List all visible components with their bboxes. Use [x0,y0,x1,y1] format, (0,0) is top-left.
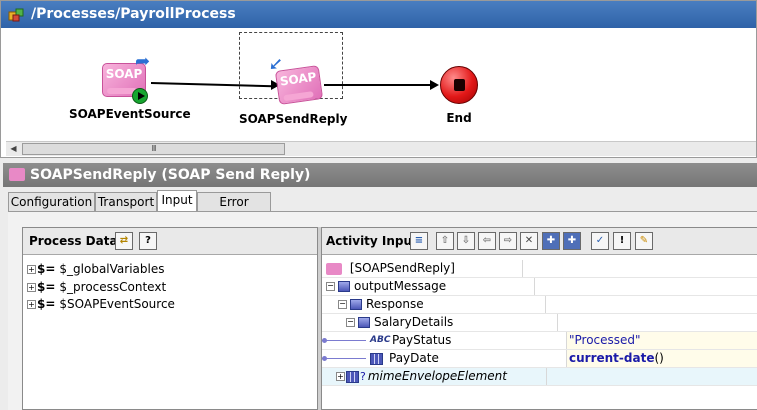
panel-splitter[interactable] [318,227,321,410]
function-parens: () [654,351,664,365]
process-canvas[interactable]: SOAP ➦ SOAPEventSource ➘ SOAP SOAPSendRe… [6,28,756,141]
process-data-header: Process Data: ⇄ ? [23,228,317,255]
input-row-label: PayStatus [392,333,452,347]
tree-item-soap-event-source[interactable]: +$=$SOAPEventSource [27,296,175,313]
activity-title: SOAPSendReply (SOAP Send Reply) [30,167,311,183]
error-button[interactable]: ! [613,232,631,250]
move-left-icon[interactable]: ⇦ [478,232,496,250]
scrollbar-grip: III [151,144,156,153]
input-row-mime-envelope[interactable]: +?mimeEnvelopeElement [322,368,757,386]
show-bindings-icon[interactable]: ⇄ [115,232,133,250]
input-row-label: [SOAPSendReply] [349,261,455,275]
delete-icon[interactable]: ✕ [520,232,538,250]
help-icon: ? [145,235,151,246]
tree-item-label: $SOAPEventSource [59,297,175,311]
scroll-left-icon[interactable]: ◀ [10,144,17,153]
pay-date-value[interactable]: current-date() [566,350,757,367]
arrow-head-icon [430,80,439,90]
arrow-head-icon [271,80,280,90]
edit-statement-icon[interactable]: ≡ [410,232,428,250]
end-label: End [446,111,472,125]
input-row-label: Response [366,297,424,311]
input-row-label: mimeEnvelopeElement [367,369,507,383]
expand-icon[interactable]: + [27,265,36,274]
string-type-icon: ABC [370,335,391,345]
element-icon [358,317,370,328]
date-type-icon [370,352,383,365]
element-icon [338,281,350,292]
element-icon [350,299,362,310]
tab-configuration[interactable]: Configuration [8,192,95,212]
optional-marker: ? [360,370,366,383]
soap-icon-text: SOAP [105,67,143,81]
string-literal: "Processed" [569,333,641,347]
pencil-icon[interactable]: ✎ [635,232,653,250]
tree-item-label: $_processContext [59,280,167,294]
end-node[interactable] [440,66,478,104]
variable-icon: $= [37,280,56,294]
collapse-icon[interactable]: − [326,281,335,291]
input-row-root[interactable]: [SOAPSendReply] [322,260,757,278]
soap-send-reply-label: SOAPSendReply [239,112,348,126]
input-row-pay-date[interactable]: PayDate current-date() [322,350,757,368]
activity-input-panel: Activity Input: ≡ ⇧ ⇩ ⇦ ⇨ ✕ ✚ ✚ ✓ ! ✎ [S… [321,227,757,410]
play-icon [132,88,148,104]
add-sibling-icon[interactable]: ✚ [563,232,581,250]
move-up-icon[interactable]: ⇧ [436,232,454,250]
process-panel: /Processes/PayrollProcess SOAP ➦ SOAPEve… [0,0,757,158]
soap-small-icon [9,168,25,181]
expand-icon[interactable]: + [27,283,36,292]
collapse-icon[interactable]: − [338,299,347,309]
tree-item-process-context[interactable]: +$=$_processContext [27,279,166,296]
input-row-response[interactable]: − Response [322,296,757,314]
mapping-line [322,340,366,341]
move-down-icon[interactable]: ⇩ [457,232,475,250]
validate-icon[interactable]: ✓ [591,232,609,250]
activity-title-bar: SOAPSendReply (SOAP Send Reply) [3,163,757,187]
outgoing-arrow-icon: ➦ [135,51,151,72]
collapse-icon[interactable]: − [346,317,355,327]
soap-icon-text: SOAP [279,69,318,89]
scrollbar-thumb[interactable]: III [22,143,285,155]
tab-error-output[interactable]: Error Output [197,192,271,227]
expand-icon[interactable]: + [336,372,345,381]
exclamation-icon: ! [619,235,625,246]
transition-reply-to-end[interactable] [324,84,432,86]
function-name: current-date [569,351,655,365]
input-row-output-message[interactable]: − outputMessage [322,278,757,296]
soap-small-icon [326,262,342,275]
add-child-icon[interactable]: ✚ [542,232,560,250]
input-row-salary-details[interactable]: − SalaryDetails [322,314,757,332]
process-path: /Processes/PayrollProcess [31,6,236,22]
puzzle-icon [8,8,24,22]
input-row-label: PayDate [389,351,439,365]
expand-icon[interactable]: + [27,300,36,309]
activity-input-title: Activity Input: [326,234,423,248]
process-data-title: Process Data: [29,234,123,248]
process-data-panel: Process Data: ⇄ ? +$=$_globalVariables +… [22,227,318,410]
tree-item-label: $_globalVariables [59,262,165,276]
input-row-label: SalaryDetails [374,315,454,329]
variable-icon: $= [37,262,56,276]
soap-send-reply-node[interactable]: SOAP [274,65,324,105]
help-button[interactable]: ? [139,232,157,250]
process-title-bar: /Processes/PayrollProcess [1,1,756,28]
soap-event-source-label: SOAPEventSource [69,107,191,121]
element-group-icon [346,370,359,383]
tree-item-global-variables[interactable]: +$=$_globalVariables [27,261,164,278]
variable-icon: $= [37,297,56,311]
stop-icon [454,79,465,91]
activity-input-header: Activity Input: ≡ ⇧ ⇩ ⇦ ⇨ ✕ ✚ ✚ ✓ ! ✎ [322,228,757,255]
move-right-icon[interactable]: ⇨ [499,232,517,250]
horizontal-scrollbar[interactable]: ◀ III [6,141,756,156]
mapping-line [322,358,366,359]
tab-transport[interactable]: Transport [95,192,157,212]
pay-status-value[interactable]: "Processed" [566,332,757,349]
tab-input[interactable]: Input [157,190,197,213]
input-row-label: outputMessage [354,279,447,293]
